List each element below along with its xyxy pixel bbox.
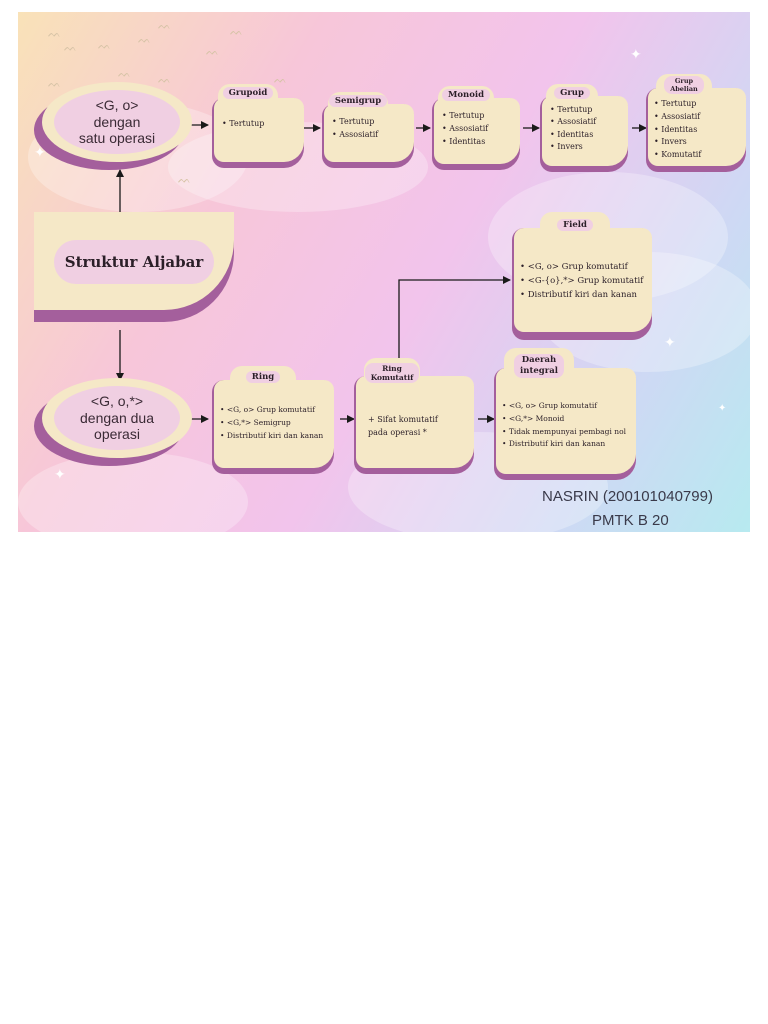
card-grup-abelian-title: Grup Abelian bbox=[664, 76, 704, 94]
card-ring-komutatif-title: Ring Komutatif bbox=[365, 363, 420, 384]
bird-icon: ᨓ bbox=[158, 20, 171, 31]
card-grup-abelian: Grup Abelian Tertutup Assosiatif Identit… bbox=[646, 74, 748, 172]
sparkle-icon: ✦ bbox=[54, 468, 66, 482]
card-ring-komutatif-text-line1: + Sifat komutatif bbox=[368, 414, 438, 427]
list-item: Assosiatif bbox=[442, 123, 488, 136]
card-daerah-integral: Daerah integral <G, o> Grup komutatif <G… bbox=[494, 348, 640, 480]
card-grup-title: Grup bbox=[554, 87, 590, 100]
card-daerah-integral-title-line1: Daerah bbox=[522, 355, 556, 365]
card-field: Field <G, o> Grup komutatif <G-{o},*> Gr… bbox=[512, 212, 656, 340]
node-one-operation-line1: <G, o> bbox=[96, 97, 139, 114]
node-two-operations-line3: operasi bbox=[94, 426, 140, 443]
card-grupoid: Grupoid Tertutup bbox=[212, 84, 308, 168]
bird-icon: ᨓ bbox=[230, 26, 243, 37]
card-grup: Grup Tertutup Assosiatif Identitas Inver… bbox=[540, 84, 632, 172]
node-two-operations-line1: <G, o,*> bbox=[91, 393, 143, 410]
node-one-operation: <G, o> dengan satu operasi bbox=[34, 82, 192, 170]
card-ring-komutatif-title-line1: Ring bbox=[382, 364, 402, 373]
list-item: <G,*> Monoid bbox=[502, 413, 626, 426]
bird-icon: ᨓ bbox=[64, 42, 77, 53]
card-grupoid-title: Grupoid bbox=[223, 87, 274, 100]
card-monoid-title: Monoid bbox=[442, 89, 490, 102]
sparkle-icon: ✦ bbox=[718, 404, 726, 414]
sparkle-icon: ✦ bbox=[630, 48, 642, 62]
card-ring-komutatif-title-line2: Komutatif bbox=[371, 373, 414, 382]
list-item: Distributif kiri dan kanan bbox=[502, 438, 626, 451]
node-two-operations-line2: dengan dua bbox=[80, 410, 154, 427]
card-daerah-integral-title-line2: integral bbox=[520, 366, 558, 376]
list-item: <G-{o},*> Grup komutatif bbox=[520, 274, 643, 288]
list-item: Tertutup bbox=[654, 98, 701, 111]
card-ring-komutatif-text-line2: pada operasi * bbox=[368, 427, 438, 440]
list-item: Tertutup bbox=[550, 104, 596, 116]
list-item: Tertutup bbox=[222, 118, 264, 131]
list-item: Tertutup bbox=[442, 110, 488, 123]
node-one-operation-line2: dengan bbox=[94, 114, 141, 131]
list-item: <G, o> Grup komutatif bbox=[220, 404, 323, 417]
list-item: <G, o> Grup komutatif bbox=[520, 260, 643, 274]
sparkle-icon: ✦ bbox=[664, 336, 676, 350]
node-one-operation-line3: satu operasi bbox=[79, 130, 155, 147]
card-semigrup: Semigrup Tertutup Assosiatif bbox=[322, 92, 418, 168]
list-item: Invers bbox=[550, 141, 596, 153]
node-struktur-aljabar: Struktur Aljabar bbox=[34, 212, 234, 322]
list-item: Identitas bbox=[654, 124, 701, 137]
card-ring: Ring <G, o> Grup komutatif <G,*> Semigru… bbox=[212, 366, 338, 474]
arrow-ring-komutatif-to-field bbox=[399, 280, 510, 358]
bird-icon: ᨓ bbox=[138, 34, 151, 45]
list-item: Identitas bbox=[442, 136, 488, 149]
list-item: Assosiatif bbox=[550, 116, 596, 128]
list-item: Distributif kiri dan kanan bbox=[220, 430, 323, 443]
list-item: Invers bbox=[654, 136, 701, 149]
list-item: Tertutup bbox=[332, 116, 378, 129]
bird-icon: ᨓ bbox=[98, 40, 111, 51]
list-item: <G, o> Grup komutatif bbox=[502, 400, 626, 413]
card-grup-abelian-title-line1: Grup bbox=[675, 77, 693, 85]
card-ring-komutatif-text: + Sifat komutatif pada operasi * bbox=[368, 414, 438, 440]
author-name: NASRIN (200101040799) bbox=[542, 488, 713, 505]
list-item: Assosiatif bbox=[332, 129, 378, 142]
list-item: Komutatif bbox=[654, 149, 701, 162]
bird-icon: ᨓ bbox=[48, 28, 61, 39]
card-monoid: Monoid Tertutup Assosiatif Identitas bbox=[432, 86, 524, 170]
node-two-operations: <G, o,*> dengan dua operasi bbox=[34, 378, 192, 466]
list-item: Tidak mempunyai pembagi nol bbox=[502, 426, 626, 439]
concept-map-poster: ✦ ✦ ✦ ✦ ✦ ᨓ ᨓ ᨓ ᨓ ᨓ ᨓ ᨓ ᨓ ᨓ ᨓ ᨓ ᨓ bbox=[18, 12, 750, 532]
card-semigrup-title: Semigrup bbox=[329, 95, 387, 108]
list-item: Identitas bbox=[550, 129, 596, 141]
card-daerah-integral-title: Daerah integral bbox=[514, 354, 564, 377]
card-ring-title: Ring bbox=[246, 371, 280, 384]
list-item: <G,*> Semigrup bbox=[220, 417, 323, 430]
card-ring-komutatif: Ring Komutatif + Sifat komutatif pada op… bbox=[354, 358, 478, 474]
bird-icon: ᨓ bbox=[118, 68, 131, 79]
list-item: Assosiatif bbox=[654, 111, 701, 124]
card-grup-abelian-title-line2: Abelian bbox=[670, 85, 698, 93]
bird-icon: ᨓ bbox=[206, 46, 219, 57]
list-item: Distributif kiri dan kanan bbox=[520, 288, 643, 302]
struktur-aljabar-title: Struktur Aljabar bbox=[54, 240, 214, 284]
bird-icon: ᨓ bbox=[178, 174, 191, 185]
card-field-title: Field bbox=[557, 219, 593, 232]
author-class: PMTK B 20 bbox=[592, 512, 669, 529]
